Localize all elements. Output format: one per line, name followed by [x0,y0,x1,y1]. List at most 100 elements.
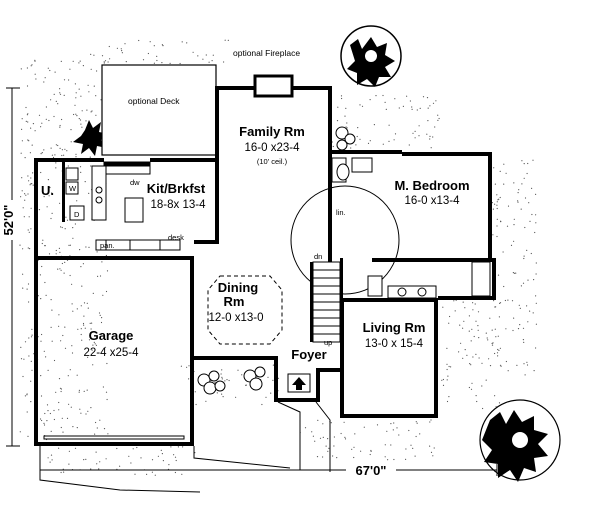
speckle-dot [535,273,537,275]
speckle-dot [59,147,61,149]
speckle-dot [333,436,335,438]
speckle-dot [44,193,46,195]
living-room-dims: 13-0 x 15-4 [365,338,424,350]
speckle-dot [76,374,78,376]
speckle-dot [74,447,77,449]
speckle-dot [410,444,412,446]
speckle-dot [430,419,432,421]
speckle-dot [524,197,527,199]
speckle-dot [28,301,30,303]
speckle-dot [160,449,162,451]
speckle-dot [107,61,109,63]
speckle-dot [220,373,222,375]
speckle-dot [332,145,334,148]
stair-up-label: up [324,338,332,347]
speckle-dot [100,321,103,324]
stair-down-label: dn [314,252,322,261]
speckle-dot [90,111,92,113]
speckle-dot [72,310,74,312]
speckle-dot [40,171,42,174]
speckle-dot [75,97,77,99]
speckle-dot [192,51,194,53]
speckle-dot [101,317,103,319]
speckle-dot [478,357,480,359]
kitchen-name: Kit/Brkfst [147,181,206,196]
speckle-dot [73,113,75,116]
speckle-dot [221,378,223,380]
speckle-dot [30,207,32,209]
speckle-dot [442,384,445,386]
speckle-dot [119,465,121,467]
speckle-dot [499,196,501,199]
speckle-dot [99,461,101,463]
width-dimension-label: 67'0" [356,463,387,478]
speckle-dot [90,53,92,56]
speckle-dot [47,67,49,69]
walls [34,74,496,446]
speckle-dot [214,381,216,384]
speckle-dot [83,390,85,392]
speckle-dot [446,368,448,371]
speckle-dot [34,60,36,62]
speckle-dot [86,302,88,304]
speckle-dot [513,224,515,226]
speckle-dot [211,60,213,62]
speckle-dot [460,342,462,344]
speckle-dot [31,369,33,371]
dining-table [207,275,283,345]
speckle-dot [327,450,329,452]
speckle-dot [91,322,93,324]
speckle-dot [427,107,429,109]
speckle-dot [494,203,496,205]
speckle-dot [27,175,29,177]
speckle-dot [317,419,319,421]
speckle-dot [433,447,435,449]
speckle-dot [55,100,57,102]
speckle-dot [79,408,81,410]
speckle-dot [333,445,335,447]
speckle-dot [419,107,421,109]
speckle-dot [376,424,379,426]
speckle-dot [527,321,529,323]
speckle-dot [469,363,471,365]
speckle-dot [29,184,31,186]
speckle-dot [51,192,53,194]
optional-deck-label: optional Deck [128,96,180,106]
speckle-dot [59,88,61,90]
speckle-dot [319,437,322,439]
depth-dimension-label: 52'0" [1,205,16,236]
speckle-dot [533,370,535,372]
speckle-dot [517,328,520,330]
speckle-dot [51,459,53,461]
speckle-dot [409,100,411,102]
speckle-dot [312,435,314,437]
speckle-dot [393,458,395,461]
speckle-dot [67,375,69,377]
speckle-dot [186,42,188,44]
speckle-dot [106,270,109,272]
speckle-dot [88,192,90,194]
speckle-dot [518,304,520,306]
speckle-dot [76,427,78,429]
speckle-dot [98,468,100,470]
speckle-dot [62,334,64,337]
speckle-dot [498,349,500,351]
speckle-dot [523,363,525,365]
speckle-dot [29,248,31,250]
speckle-dot [70,406,72,408]
speckle-dot [78,88,80,90]
speckle-dot [88,91,90,93]
speckle-dot [505,360,507,363]
speckle-dot [448,365,450,368]
speckle-dot [90,328,92,330]
speckle-dot [360,450,362,452]
speckle-dot [44,245,46,247]
speckle-dot [392,429,394,431]
speckle-dot [64,347,67,349]
shrub-left-top [73,120,109,156]
speckle-dot [92,364,94,366]
speckle-dot [353,456,355,459]
speckle-dot [522,327,525,329]
speckle-dot [54,154,56,156]
speckle-dot [68,463,70,465]
